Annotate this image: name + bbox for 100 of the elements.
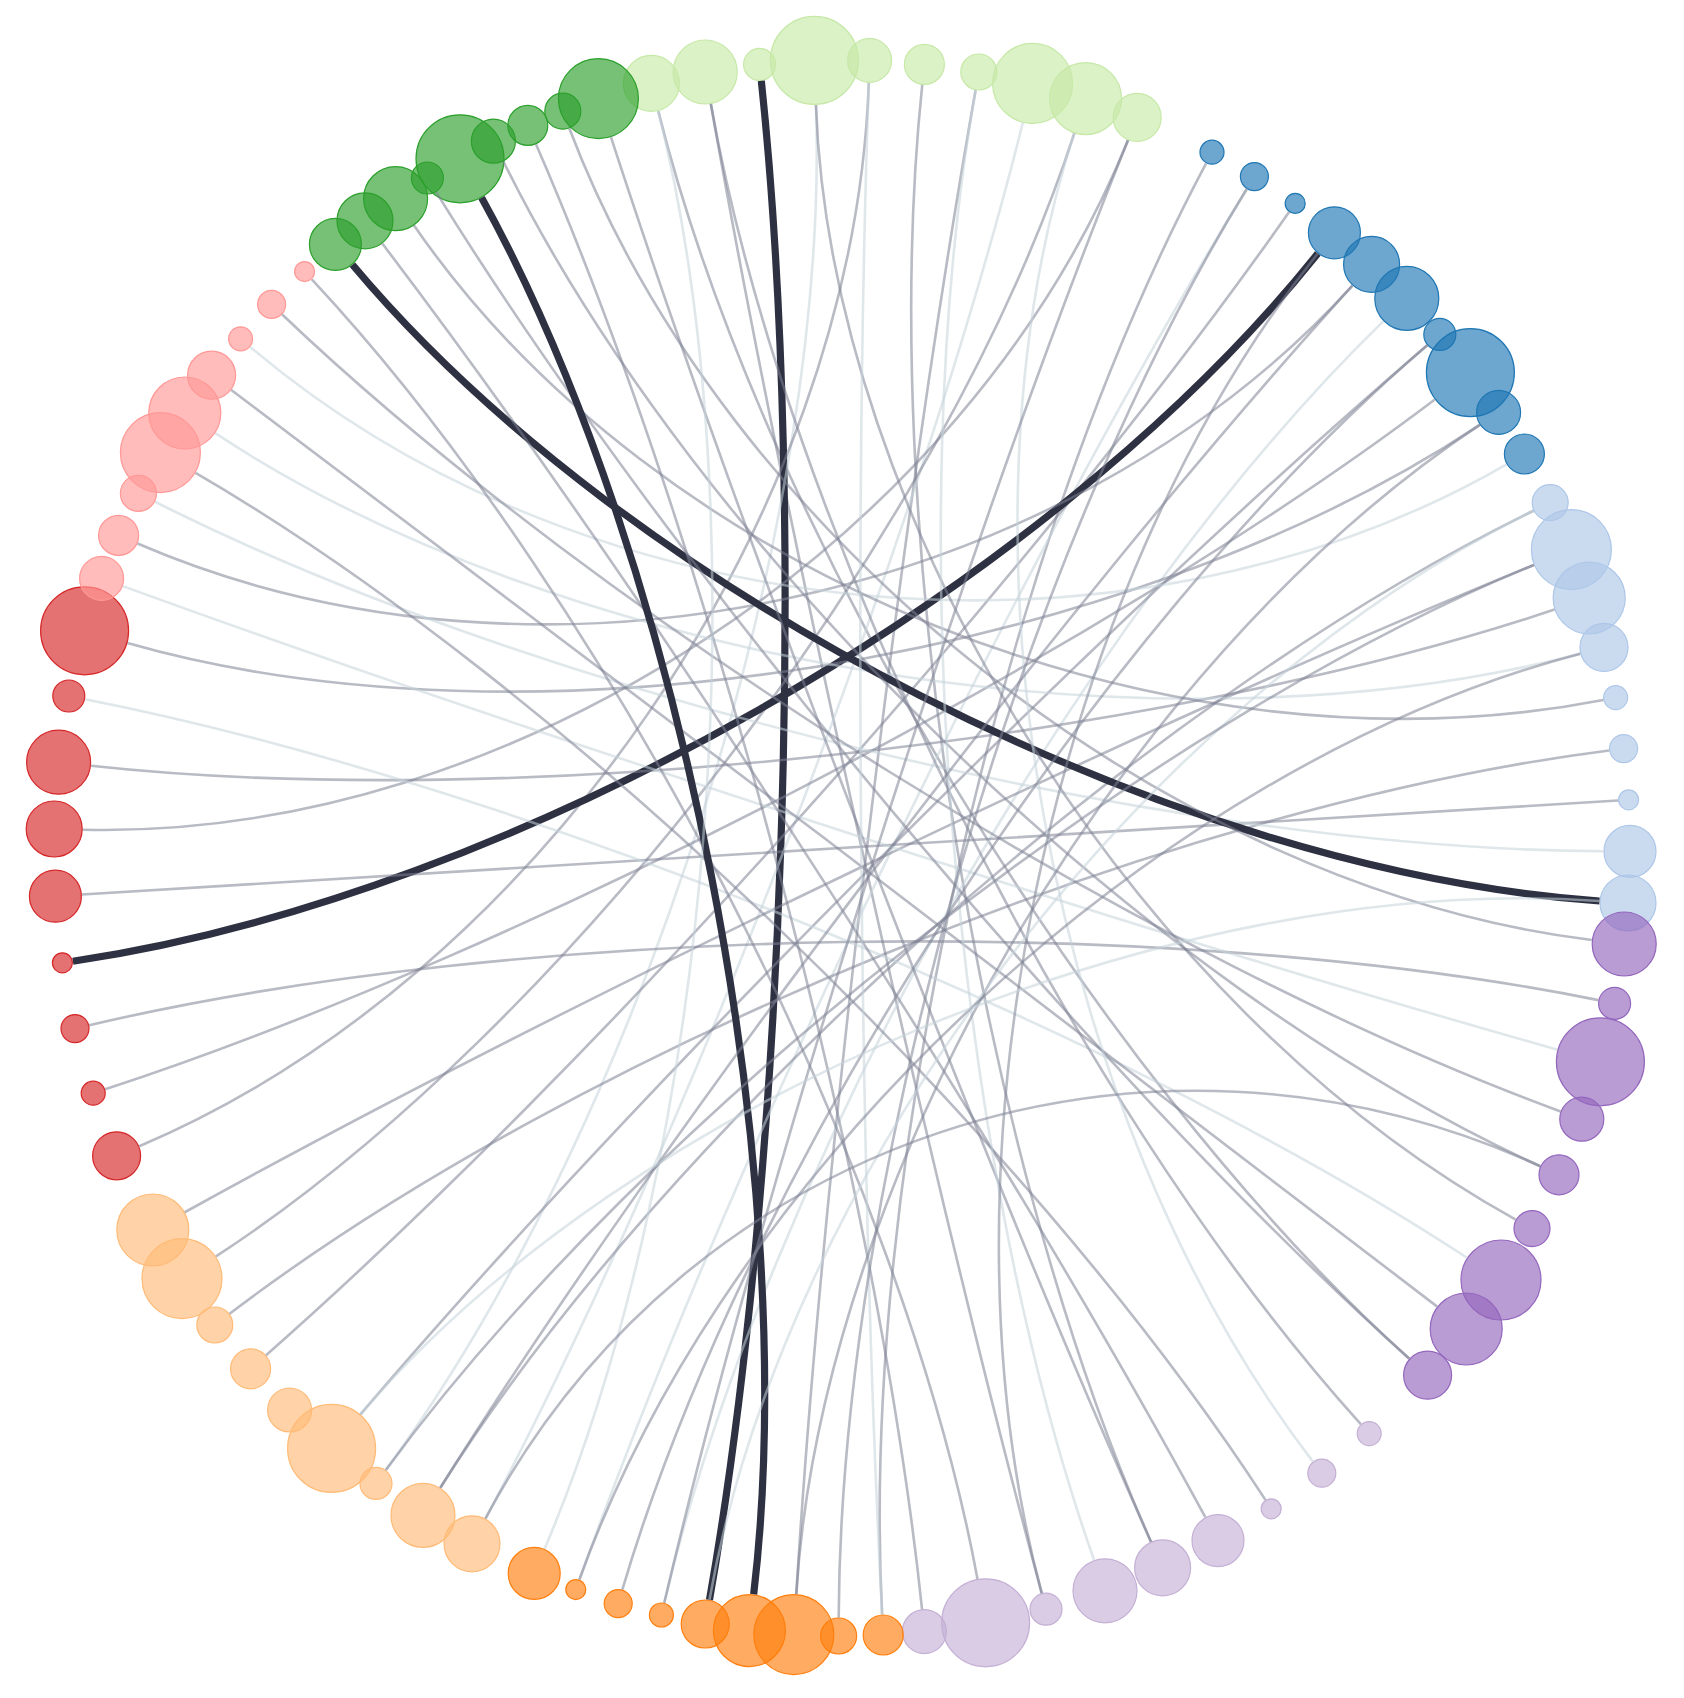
bubble	[1239, 162, 1269, 192]
connector-curve	[663, 139, 1130, 1604]
connector-curve	[997, 252, 1319, 1594]
connector-curve	[609, 136, 1153, 1543]
bubble	[230, 1348, 272, 1390]
bubble	[1343, 235, 1401, 293]
connector-curve	[814, 104, 1517, 1221]
connector-curve	[104, 398, 1436, 1091]
connector-curve	[435, 191, 1411, 1360]
connector-curve	[84, 697, 1468, 1259]
bubble	[1134, 1539, 1192, 1597]
connector-curve	[708, 509, 1535, 1601]
connector-curve	[381, 242, 1207, 1518]
bubble	[1618, 789, 1640, 811]
bubble	[862, 1614, 904, 1656]
connector-curve	[127, 423, 1481, 692]
connector-curve	[214, 432, 1581, 700]
connector-curve	[194, 471, 1267, 1501]
connector-curve	[154, 500, 1604, 853]
bubble	[92, 1131, 142, 1181]
bubble	[648, 1602, 674, 1628]
bubble	[992, 42, 1074, 124]
connector-curve	[795, 423, 1481, 1595]
bubble	[1307, 206, 1361, 260]
connector-curve	[230, 388, 1438, 1308]
connector-curve	[72, 251, 1321, 965]
bubble	[1199, 139, 1225, 165]
bubble	[287, 1403, 377, 1493]
connector-curve	[484, 1090, 1541, 1520]
bubble	[1029, 1592, 1063, 1626]
bubble	[557, 58, 639, 140]
bubble	[1559, 1096, 1605, 1142]
bubble	[1531, 484, 1569, 522]
bubble	[187, 350, 237, 400]
bubble	[98, 514, 140, 556]
bubble	[603, 1589, 633, 1619]
connector-curve	[578, 652, 1581, 1581]
bubble	[1191, 1514, 1245, 1568]
bubble	[1503, 433, 1545, 475]
bubble	[1579, 622, 1629, 672]
bubble	[1460, 1239, 1542, 1321]
bubble	[1591, 911, 1657, 977]
connector-curve	[81, 799, 1619, 896]
bubble	[116, 1193, 190, 1267]
connector-curve	[88, 940, 1599, 1027]
bubble	[196, 1306, 234, 1344]
connector-curve	[281, 313, 1562, 1113]
bubble	[1260, 1498, 1282, 1520]
bubble	[680, 1599, 730, 1649]
connector-curve	[657, 110, 1411, 1360]
bubble	[1072, 1558, 1138, 1624]
connector-curve	[228, 749, 1610, 1315]
connector-curve	[359, 897, 1600, 1416]
bubble	[960, 53, 998, 91]
bubble	[470, 118, 516, 164]
bubble	[1538, 1154, 1580, 1196]
bubble	[1403, 1350, 1453, 1400]
bubble	[1307, 1458, 1337, 1488]
bubble	[1609, 734, 1639, 764]
bubble	[565, 1579, 587, 1601]
bubble	[40, 586, 130, 676]
bubble	[119, 474, 157, 512]
connector-curve	[310, 278, 979, 1580]
connector-curve	[709, 103, 1362, 1426]
connector-curve	[578, 188, 1248, 1581]
connector-curve	[837, 188, 1248, 1618]
bubble	[228, 326, 254, 352]
connector-curve	[859, 82, 884, 1615]
bubble	[1530, 509, 1612, 591]
bubble	[847, 37, 893, 83]
bubble	[390, 1482, 456, 1548]
connector-curve	[939, 90, 1096, 1561]
bubble	[901, 1609, 947, 1655]
bubble	[622, 54, 680, 112]
bubble	[28, 869, 82, 923]
bubble	[79, 555, 125, 601]
bubble	[743, 47, 777, 81]
connector-curve	[1017, 133, 1314, 1463]
bubble	[1374, 265, 1440, 331]
bubble	[148, 376, 222, 450]
bubble	[336, 192, 394, 250]
connector-curve	[90, 608, 1555, 781]
bubble	[51, 952, 73, 974]
bubble	[1476, 389, 1522, 435]
connector-curve	[349, 262, 1600, 905]
bubble	[267, 1387, 313, 1433]
connector-curve	[478, 196, 768, 1595]
bubble	[1423, 317, 1457, 351]
bubble	[141, 1238, 223, 1320]
bubble	[507, 1546, 561, 1600]
bubble	[359, 1466, 393, 1500]
bubble	[1112, 92, 1162, 142]
bubble	[257, 289, 287, 319]
connector-curve	[265, 211, 1291, 1357]
connector-curve	[543, 110, 714, 1550]
connector-curve	[705, 80, 789, 1601]
connector-curve	[568, 128, 1593, 942]
bubble	[60, 1014, 90, 1044]
bubble	[80, 1080, 106, 1106]
bubble	[1603, 685, 1629, 711]
